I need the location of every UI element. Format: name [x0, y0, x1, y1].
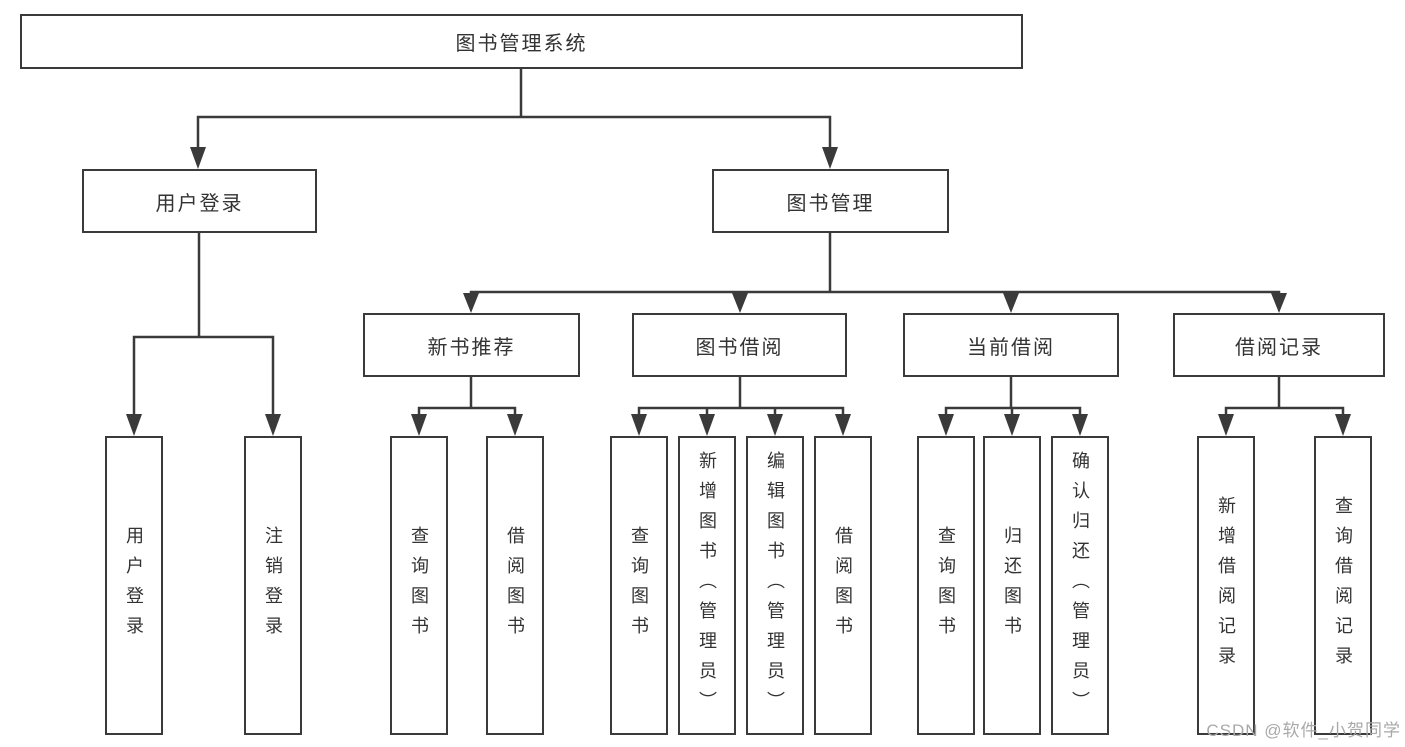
node-new-book-recommend: 新书推荐: [363, 313, 580, 377]
node-book-borrow: 图书借阅: [632, 313, 847, 377]
leaf-cb-return-book-label: 归还图书: [1002, 525, 1022, 646]
leaf-bb-borrow-book-label: 借阅图书: [833, 525, 853, 646]
leaf-br-query-record-label: 查询借阅记录: [1333, 495, 1353, 676]
node-root: 图书管理系统: [20, 14, 1023, 69]
leaf-cb-query-book: 查询图书: [917, 436, 975, 735]
leaf-cb-return-book: 归还图书: [983, 436, 1041, 735]
leaf-cb-query-book-label: 查询图书: [936, 525, 956, 646]
leaf-bb-query-book-label: 查询图书: [629, 525, 649, 646]
node-borrow-records: 借阅记录: [1173, 313, 1385, 377]
csdn-watermark: CSDN @软件_小贺同学: [1206, 721, 1401, 740]
leaf-nb-query-book: 查询图书: [390, 436, 448, 735]
leaf-nb-borrow-book: 借阅图书: [486, 436, 544, 735]
node-user-login: 用户登录: [82, 169, 317, 233]
leaf-cb-confirm-return-label: 确认归还（管理员）: [1070, 450, 1090, 721]
leaf-br-query-record: 查询借阅记录: [1314, 436, 1372, 735]
leaf-bb-borrow-book: 借阅图书: [814, 436, 872, 735]
leaf-user-login: 用户登录: [105, 436, 163, 735]
leaf-bb-query-book: 查询图书: [610, 436, 668, 735]
leaf-nb-query-book-label: 查询图书: [409, 525, 429, 646]
node-current-borrow: 当前借阅: [903, 313, 1119, 377]
leaf-logout-label: 注销登录: [263, 525, 283, 646]
leaf-user-login-label: 用户登录: [124, 525, 144, 646]
leaf-bb-edit-book: 编辑图书（管理员）: [746, 436, 804, 735]
leaf-bb-add-book: 新增图书（管理员）: [678, 436, 736, 735]
leaf-nb-borrow-book-label: 借阅图书: [505, 525, 525, 646]
leaf-br-add-record: 新增借阅记录: [1197, 436, 1255, 735]
leaf-bb-edit-book-label: 编辑图书（管理员）: [765, 450, 785, 721]
leaf-bb-add-book-label: 新增图书（管理员）: [697, 450, 717, 721]
leaf-cb-confirm-return: 确认归还（管理员）: [1051, 436, 1109, 735]
node-book-management: 图书管理: [712, 169, 949, 233]
leaf-br-add-record-label: 新增借阅记录: [1216, 495, 1236, 676]
leaf-logout: 注销登录: [244, 436, 302, 735]
